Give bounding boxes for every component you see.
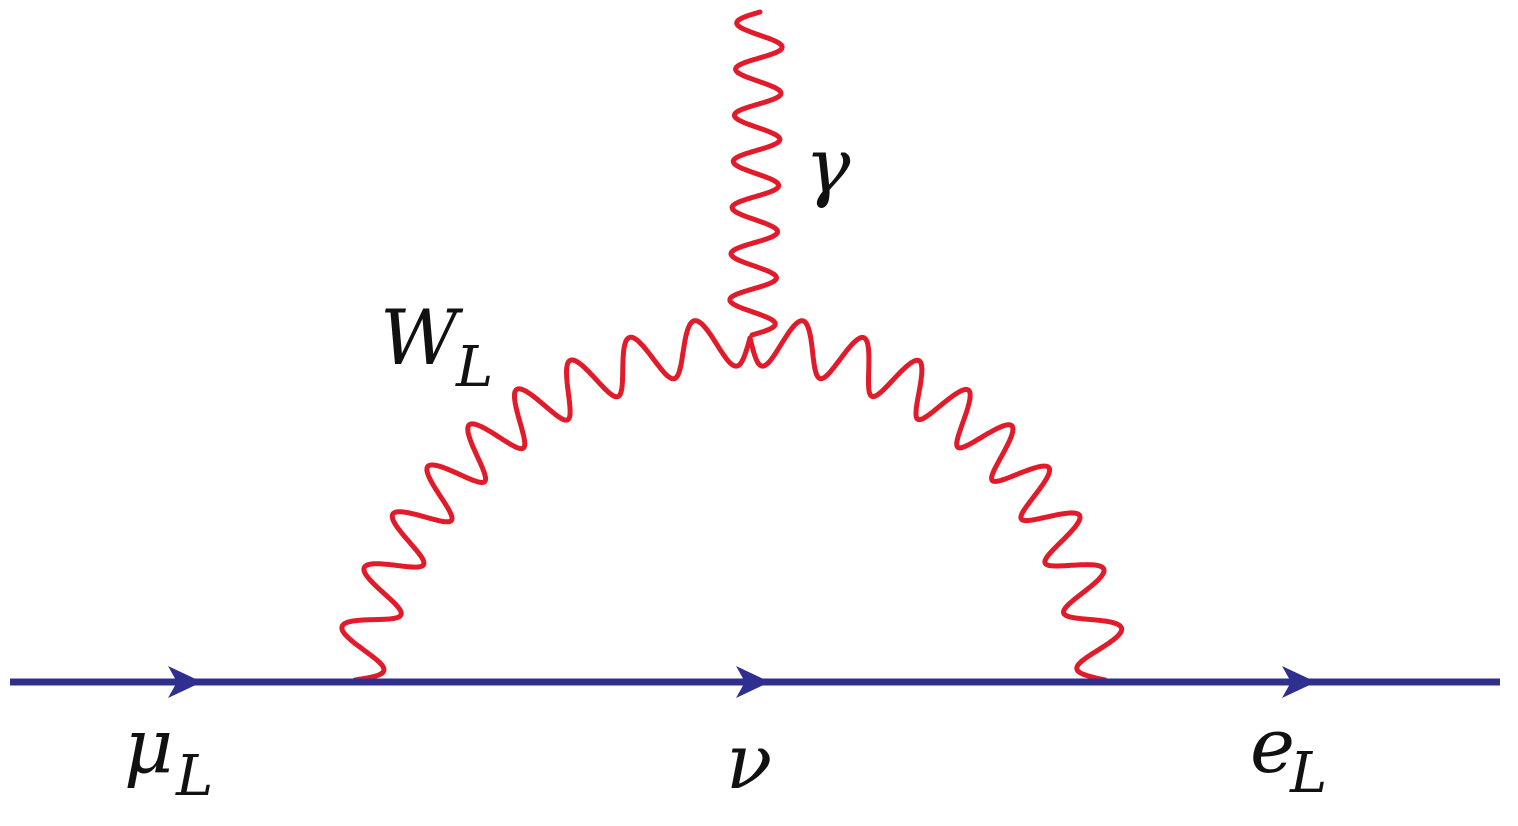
w-boson-label-main: W: [380, 293, 464, 382]
muon-label-sub: L: [175, 744, 213, 809]
w-boson-label: W L: [380, 293, 493, 400]
electron-arrow: [1282, 666, 1316, 698]
photon-label: γ: [805, 121, 851, 210]
muon-arrow: [168, 666, 202, 698]
w-boson-right-line: [747, 318, 1125, 683]
muon-label: μ L: [124, 701, 213, 809]
neutrino-label: ν: [726, 717, 772, 806]
w-boson-label-sub: L: [455, 335, 493, 400]
photon-line: [727, 9, 785, 338]
neutrino-arrow: [736, 666, 770, 698]
w-boson-left-line: [339, 318, 753, 683]
electron-label-sub: L: [1289, 741, 1327, 806]
electron-label: e L: [1250, 701, 1327, 806]
muon-label-main: μ: [124, 701, 173, 790]
electron-label-main: e: [1250, 701, 1295, 790]
